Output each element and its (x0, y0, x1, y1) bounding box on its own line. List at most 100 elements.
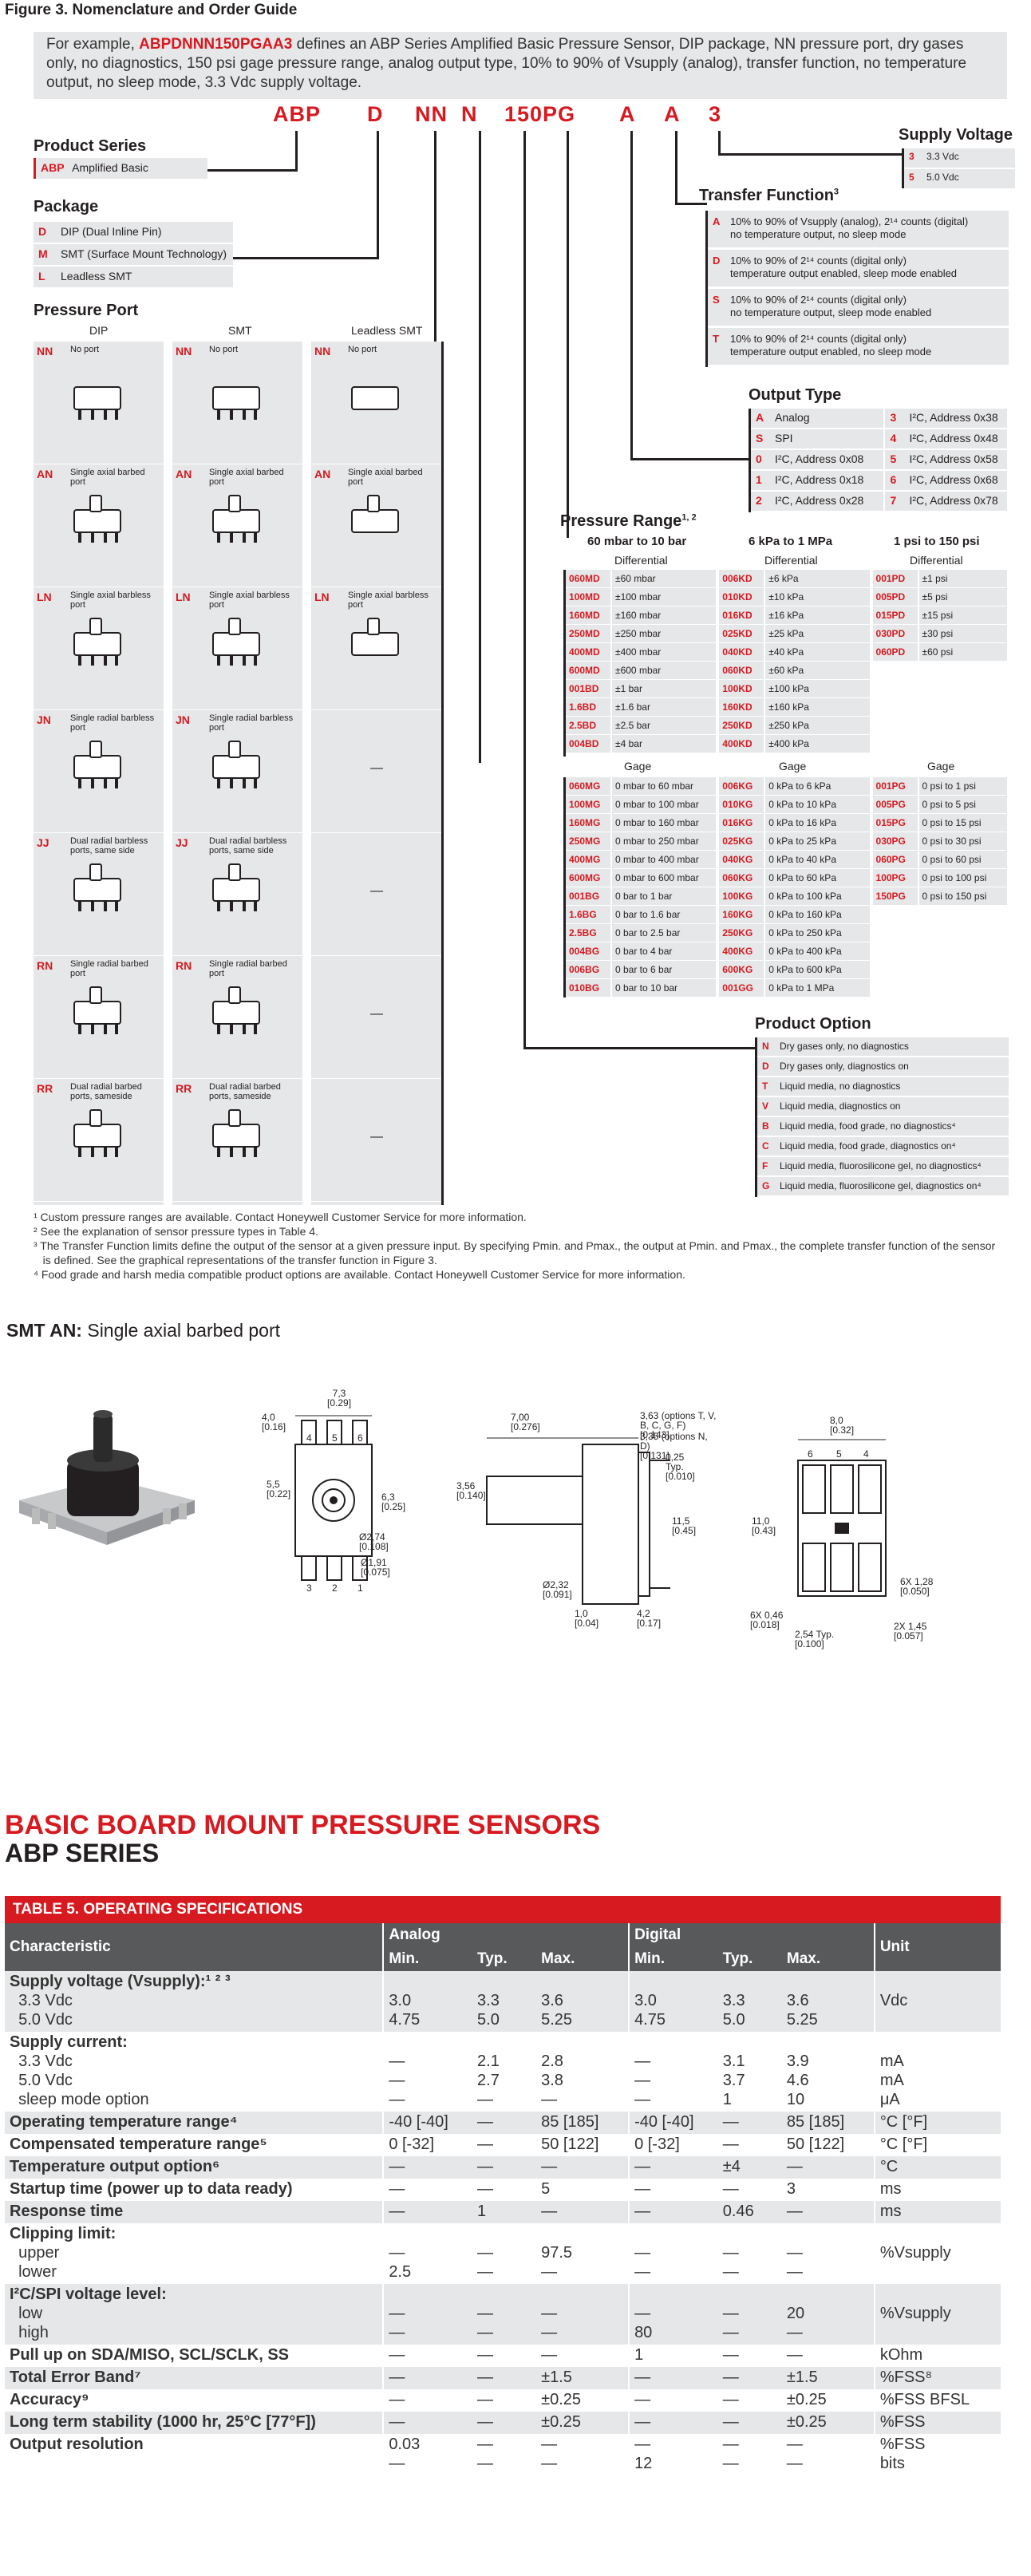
pr-label: ±60 mbar (612, 570, 717, 588)
pp-label: No port (70, 345, 100, 354)
pp-dash: — (370, 1130, 383, 1144)
spec-line: 3.3 (722, 1992, 745, 2009)
spec-line: — (634, 2180, 651, 2198)
spec-line: 4.6 (786, 2072, 809, 2089)
sensor-pin (254, 1146, 257, 1157)
spec-cell-unit: ms (873, 2201, 1001, 2223)
sensor-pin (254, 531, 257, 543)
pr-label: 0 bar to 1.6 bar (612, 906, 717, 924)
sensor-pin (91, 531, 94, 543)
spec-line: 3.6 (541, 1992, 563, 2009)
spec-cell-a-min: — (382, 2201, 473, 2223)
spec-line: — (541, 2455, 558, 2472)
sensor-port (228, 1109, 241, 1127)
pr-label: 0 mbar to 160 mbar (612, 814, 717, 832)
spec-cell-d-max: 50 [122] (782, 2134, 875, 2156)
pr-code: 2.5BG (566, 924, 612, 942)
spec-cell-d-min: —12 (628, 2434, 718, 2475)
sensor-pin (104, 900, 107, 911)
spec-cell-a-max: — (536, 2345, 629, 2367)
package-code: D (38, 225, 47, 238)
sensor-pin (217, 1146, 220, 1157)
pr-label: 0 kPa to 1 MPa (765, 979, 870, 998)
connector-line (207, 169, 298, 172)
pp-label: Single radial barbless port (70, 713, 155, 733)
smt-an-bold: SMT AN: (6, 1320, 82, 1341)
pin-label-3: 3 (306, 1582, 312, 1594)
sensor-pin (115, 1146, 118, 1157)
spec-cell-a-max: — (536, 2156, 630, 2179)
product-option-code: N (762, 1041, 769, 1052)
product-option-code: D (762, 1061, 769, 1072)
spec-line: — (634, 2203, 651, 2220)
spec-line: 97.5 (541, 2244, 573, 2262)
sensor-pin (230, 1023, 233, 1034)
sensor-pin (254, 654, 257, 666)
spec-line: — (786, 2436, 803, 2453)
series-banner-subtitle: ABP SERIES (5, 1839, 160, 1867)
pp-code: NN (314, 345, 331, 358)
pressure-range-title-text: Pressure Range (560, 512, 682, 530)
spec-line (634, 2033, 713, 2053)
pp-label: Dual radial barbless ports, same side (209, 836, 287, 855)
connector-line (567, 131, 569, 538)
sensor-icon (209, 739, 263, 788)
spec-cell-a-max: 50 [122] (536, 2134, 629, 2156)
pr-code: 160KD (719, 698, 766, 717)
spec-line: — (541, 2305, 558, 2322)
pr-row: 1.6BD±1.6 bar (566, 698, 717, 717)
output-label: I²C, Address 0x28 (775, 494, 864, 507)
pr-label: 0 bar to 1 bar (612, 887, 717, 906)
spec-cell-d-typ: —— (718, 2223, 782, 2284)
spec-cell-unit: %FSS BFSL (873, 2389, 1001, 2412)
package-label: SMT (Surface Mount Technology) (61, 247, 227, 260)
connector-line (718, 131, 721, 155)
product-series-label: Amplified Basic (72, 161, 148, 174)
spec-line: — (722, 2369, 739, 2386)
pr-code: 010KD (719, 588, 766, 606)
transfer-title-sup: 3 (833, 187, 839, 197)
pp-code: LN (37, 591, 52, 603)
spec-line: sleep mode option (10, 2091, 149, 2108)
spec-line: — (389, 2180, 405, 2198)
spec-cell-d-min: 1 (628, 2345, 718, 2367)
sensor-pin (243, 409, 246, 420)
pp-code: LN (176, 591, 191, 603)
spec-line: 1 (722, 2091, 732, 2108)
spec-cell-a-max: ±0.25 (536, 2412, 630, 2434)
pr-row: 060PD±60 psi (872, 643, 1007, 662)
sensor-body (351, 509, 399, 533)
spec-line (880, 2324, 996, 2343)
pr-code: 060KG (719, 869, 766, 887)
sensor-pin (230, 900, 233, 911)
spec-line: — (541, 2346, 558, 2364)
pr-label: 0 psi to 1 psi (918, 777, 1007, 796)
spec-line: Output resolution (10, 2436, 144, 2453)
pr-diff-label-1: Differential (614, 554, 668, 567)
spec-table-grid: Characteristic Analog Digital Unit Min. … (5, 1923, 1001, 2475)
spec-cell-char: Total Error Band⁷ (5, 2367, 384, 2389)
pr-row: 040KD±40 kPa (719, 643, 870, 662)
spec-line: ±0.25 (541, 2413, 582, 2431)
pr-code: 015PD (872, 606, 919, 625)
spec-line: 3.6 (786, 1992, 809, 2009)
package-title: Package (34, 198, 99, 215)
example-box: For example, ABPDNNN150PGAA3 defines an … (34, 32, 1007, 99)
spec-line: — (634, 2436, 651, 2453)
pp-dash: — (370, 1007, 383, 1021)
output-label: SPI (775, 432, 793, 444)
spec-cell-a-max: 85 [185] (536, 2112, 630, 2134)
spec-line: — (634, 2158, 651, 2175)
sensor-body (212, 386, 260, 410)
spec-line: — (634, 2072, 651, 2089)
